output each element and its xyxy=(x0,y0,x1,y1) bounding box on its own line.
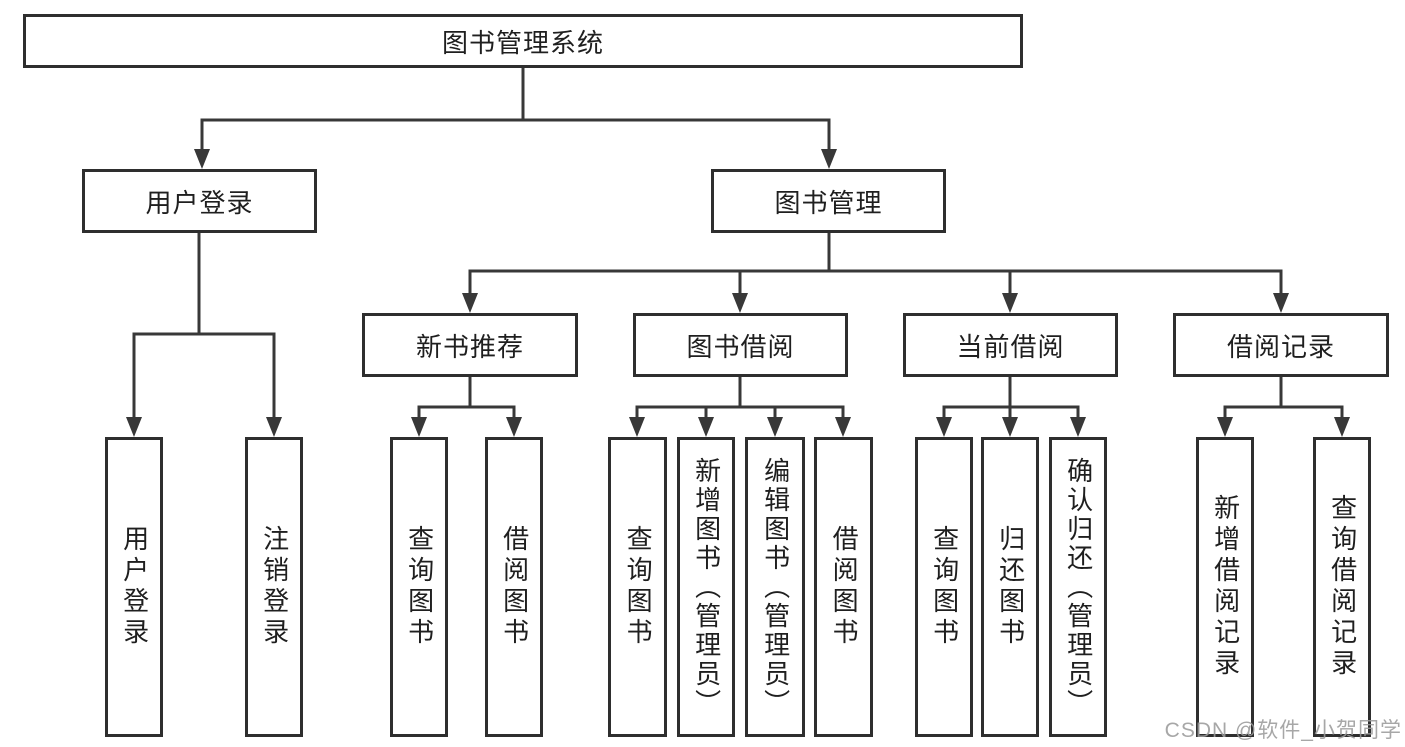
leaf-return-books: 归还图书 xyxy=(981,437,1039,737)
leaf-edit-books-admin: 编辑图书（管理员） xyxy=(745,437,805,737)
leaf-add-books-admin: 新增图书（管理员） xyxy=(677,437,735,737)
node-current-borrowing: 当前借阅 xyxy=(903,313,1118,377)
leaf-query-books-1: 查询图书 xyxy=(390,437,448,737)
node-borrowing-records: 借阅记录 xyxy=(1173,313,1389,377)
node-book-borrowing: 图书借阅 xyxy=(633,313,848,377)
leaf-add-borrow-record: 新增借阅记录 xyxy=(1196,437,1254,737)
node-book-management: 图书管理 xyxy=(711,169,946,233)
leaf-user-login: 用户登录 xyxy=(105,437,163,737)
csdn-watermark: CSDN @软件_小贺同学 xyxy=(1164,719,1402,742)
arrowheads xyxy=(126,149,1350,437)
node-root-library-management-system: 图书管理系统 xyxy=(23,14,1023,68)
node-new-book-recommend: 新书推荐 xyxy=(362,313,578,377)
leaf-query-books-3: 查询图书 xyxy=(915,437,973,737)
leaf-borrow-books-2: 借阅图书 xyxy=(814,437,873,737)
leaf-borrow-books-1: 借阅图书 xyxy=(485,437,543,737)
leaf-logout: 注销登录 xyxy=(245,437,303,737)
leaf-confirm-return-admin: 确认归还（管理员） xyxy=(1049,437,1107,737)
leaf-query-borrow-record: 查询借阅记录 xyxy=(1313,437,1371,737)
node-user-login: 用户登录 xyxy=(82,169,317,233)
leaf-query-books-2: 查询图书 xyxy=(608,437,667,737)
